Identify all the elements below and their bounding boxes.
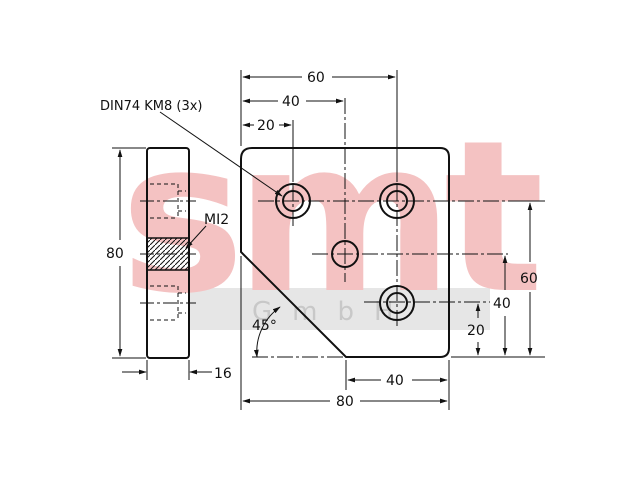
right-dimensions <box>451 200 545 358</box>
right-dim-20: 20 <box>467 323 485 339</box>
hole-top-right <box>379 183 415 219</box>
watermark: smt GmbH <box>120 95 550 340</box>
hole-callout: DIN74 KM8 (3x) <box>100 99 203 114</box>
right-dim-40: 40 <box>493 296 511 312</box>
side-view-body <box>146 147 190 359</box>
thread-label: MI2 <box>204 212 229 228</box>
hidden-hole-lower <box>150 285 186 321</box>
top-dim-20: 20 <box>257 118 275 134</box>
plate-outline <box>240 147 450 358</box>
thread-leader <box>185 225 207 249</box>
hidden-hole-upper <box>150 183 186 219</box>
bottom-dim-80: 80 <box>336 394 354 410</box>
side-view <box>112 147 212 380</box>
bottom-dim-40: 40 <box>386 373 404 389</box>
top-dimensions <box>240 70 398 182</box>
hole-callout-leader <box>159 111 283 197</box>
hole-bottom-right <box>379 285 415 321</box>
watermark-bar <box>190 288 490 330</box>
chamfer-angle-arc <box>253 306 281 358</box>
top-dim-40: 40 <box>282 94 300 110</box>
top-dim-60: 60 <box>307 70 325 86</box>
chamfer-angle-label: 45° <box>252 318 277 334</box>
right-dim-60: 60 <box>520 271 538 287</box>
side-height-label: 80 <box>106 246 124 262</box>
hole-top-left <box>275 183 311 219</box>
side-thickness-label: 16 <box>214 366 232 382</box>
watermark-logo: smt <box>120 95 540 340</box>
bottom-dimensions <box>240 256 450 410</box>
hole-center <box>331 240 359 268</box>
front-view <box>159 70 545 410</box>
